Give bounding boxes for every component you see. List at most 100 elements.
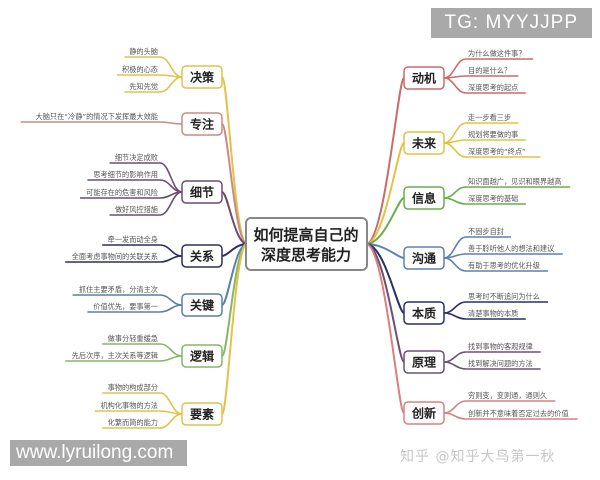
leaf-connector — [443, 139, 526, 144]
leaf-label: 有助于思考的优化升级 — [468, 261, 540, 270]
topic-node-box — [181, 344, 223, 368]
leaf-label: 思考时不断追问为什么 — [468, 292, 540, 301]
topic-node-box — [403, 301, 445, 325]
topic-node-box — [403, 66, 445, 90]
topic-node-box — [181, 244, 223, 268]
topic-node-box — [403, 350, 445, 374]
main-connector — [365, 142, 405, 245]
leaf-connector — [443, 257, 548, 272]
topic-node-box — [403, 186, 445, 210]
branch-right-0: 为什么做这件事？ 目的是什么？ 深度思考的起点 动机 — [365, 49, 534, 245]
leaf-label: 抓住主要矛盾，分清主次 — [79, 285, 158, 294]
leaf-connector — [443, 361, 541, 370]
topic-node-label: 关键 — [190, 298, 214, 313]
topic-node-box — [181, 293, 223, 317]
leaf-label: 走一步看三步 — [468, 113, 511, 122]
leaf-connector — [443, 77, 526, 94]
topic-node-label: 专注 — [190, 117, 214, 132]
leaf-label: 知识面越广，见识和眼界越高 — [468, 177, 561, 186]
leaf-label: 为什么做这件事？ — [468, 49, 526, 58]
topic-node-box — [181, 180, 223, 204]
leaf-label: 清楚事物的本质 — [468, 309, 518, 318]
leaf-label: 先后次序，主次关系等逻辑 — [72, 351, 158, 360]
leaf-label: 全面考虑事物间的关联关系 — [72, 252, 158, 261]
leaf-label: 不固步自封 — [468, 227, 504, 236]
leaf-label: 找到解决问题的方法 — [468, 359, 533, 368]
branch-left-3: 牵一发而动全身全面考虑事物间的关联关系关系 — [65, 235, 248, 268]
central-topic-box — [245, 217, 368, 271]
topic-node-label: 沟通 — [412, 251, 436, 266]
leaf-label: 机构化事物的方法 — [100, 401, 158, 410]
leaf-label: 深度思考的基础 — [468, 194, 518, 203]
leaf-connector — [443, 142, 541, 158]
leaf-connector — [443, 75, 519, 79]
main-connector — [221, 191, 248, 245]
main-connector — [365, 77, 405, 245]
leaf-label: 做事分轻重缓急 — [108, 334, 158, 343]
leaf-label: 积极的心态 — [122, 65, 158, 74]
central-topic-line2: 深度思考能力 — [261, 246, 351, 264]
tg-banner: TG: MYYJJPP — [430, 8, 592, 38]
branch-left-4: 抓住主要矛盾，分清主次价值优先，要事第一关键 — [72, 243, 248, 317]
main-connector — [365, 197, 405, 245]
topic-node-label: 创新 — [411, 406, 436, 421]
site-url-banner: www.lyruilong.com — [10, 440, 187, 466]
topic-node-box — [181, 402, 223, 426]
leaf-label: 目的是什么？ — [468, 66, 511, 75]
leaf-label: 找到事物的客观规律 — [468, 342, 533, 351]
topic-node-box — [403, 131, 445, 155]
leaf-label: 先知先觉 — [129, 82, 158, 91]
leaf-label: 创新并不意味着否定过去的价值 — [468, 409, 569, 418]
topic-node-label: 动机 — [412, 71, 436, 86]
leaf-connector — [443, 253, 563, 259]
topic-node-label: 本质 — [412, 306, 436, 321]
leaf-connector — [443, 197, 526, 205]
leaf-connector — [124, 76, 183, 93]
topic-node-label: 要素 — [190, 407, 214, 422]
leaf-connector — [20, 121, 183, 125]
leaf-label: 思考细节的影响作用 — [93, 170, 158, 179]
leaf-connector — [443, 312, 526, 320]
topic-node-label: 逻辑 — [190, 349, 214, 364]
central-topic-line1: 如何提高自己的 — [253, 226, 358, 244]
topic-node-label: 信息 — [412, 191, 436, 206]
leaf-connector — [65, 355, 183, 362]
topic-node-box — [181, 112, 223, 136]
leaf-label: 穷则变，变则通，通则久 — [468, 391, 547, 400]
topic-node-label: 决策 — [190, 70, 215, 85]
leaf-label: 静的头脑 — [129, 47, 158, 56]
leaf-connector — [117, 74, 183, 78]
leaf-label: 事物的构成部分 — [108, 383, 158, 392]
leaf-label: 深度思考的起点 — [468, 83, 518, 92]
leaf-connector — [94, 410, 183, 415]
leaf-label: 牵一发而动全身 — [108, 235, 158, 244]
leaf-label: 大脑只在“冷静”的情况下发挥最大效能 — [36, 112, 158, 121]
leaf-label: 可能存在的危害和风险 — [86, 188, 159, 197]
main-connector — [221, 76, 248, 245]
leaf-label: 化繁而简的能力 — [108, 418, 158, 427]
leaf-label: 善于聆听他人的想法和建议 — [468, 244, 554, 253]
leaf-label: 细节决定成败 — [115, 153, 158, 162]
leaf-connector — [65, 255, 183, 263]
leaf-connector — [443, 412, 578, 420]
leaf-label: 做好风控措施 — [115, 205, 158, 214]
topic-node-label: 未来 — [411, 136, 437, 151]
main-connector — [221, 243, 248, 415]
leaf-connector — [109, 191, 183, 216]
topic-node-box — [403, 401, 445, 425]
main-connector — [365, 243, 405, 414]
leaf-label: 规划将要做的事 — [468, 130, 518, 139]
watermark: 知乎 @知乎大鸟第一秋 — [400, 449, 556, 465]
topic-node-box — [403, 246, 445, 270]
topic-node-label: 原理 — [412, 356, 436, 370]
leaf-label: 深度思考的“终点” — [468, 147, 526, 156]
